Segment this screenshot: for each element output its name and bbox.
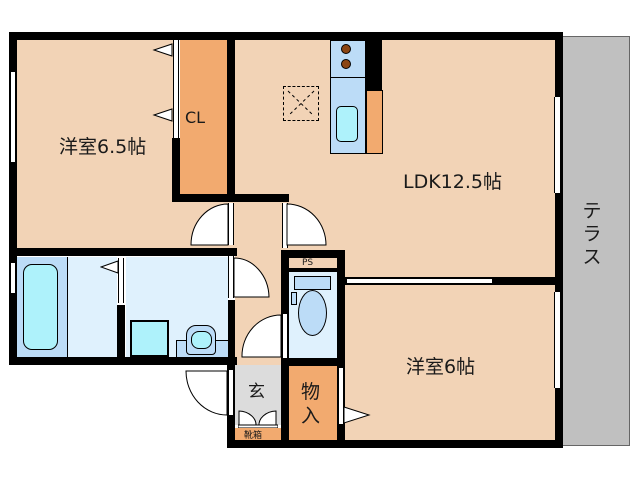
shoe-box-doors bbox=[238, 410, 278, 428]
washing-machine bbox=[130, 320, 169, 357]
ldk-label: LDK12.5帖 bbox=[403, 171, 502, 193]
window-room2[interactable] bbox=[554, 292, 561, 388]
pipe-space-label: PS bbox=[302, 258, 314, 268]
ventilation-mark bbox=[283, 86, 319, 121]
wall bbox=[172, 194, 289, 202]
front-door[interactable] bbox=[228, 370, 234, 415]
washroom-door-swing bbox=[233, 257, 270, 298]
terrace-label: テ ラ ス bbox=[582, 200, 602, 268]
wall bbox=[227, 32, 235, 200]
toilet-paper-holder bbox=[291, 292, 297, 305]
window-room1[interactable] bbox=[10, 72, 16, 162]
wall bbox=[9, 357, 237, 365]
toilet-bowl bbox=[298, 290, 327, 336]
closet-door[interactable] bbox=[173, 40, 179, 138]
bath-door-arrow bbox=[100, 260, 119, 274]
sliding-door-room2[interactable] bbox=[347, 278, 492, 284]
wall bbox=[117, 305, 125, 360]
western-room-2 bbox=[345, 285, 555, 440]
wall bbox=[172, 138, 180, 200]
shoe-box-label: 靴箱 bbox=[244, 431, 263, 441]
closet bbox=[180, 40, 227, 195]
closet-label: CL bbox=[185, 108, 206, 127]
room2-door[interactable] bbox=[338, 368, 344, 424]
wall bbox=[9, 248, 237, 256]
western-room-2-label: 洋室6帖 bbox=[406, 356, 476, 378]
wall bbox=[555, 32, 563, 447]
wall bbox=[337, 250, 345, 448]
washbasin-bowl bbox=[191, 331, 212, 349]
toilet-door[interactable] bbox=[282, 314, 288, 358]
western-room-1-label: 洋室6.5帖 bbox=[59, 136, 147, 158]
bathtub bbox=[23, 264, 58, 350]
wall bbox=[9, 32, 233, 40]
entrance-label: 玄 bbox=[248, 382, 265, 402]
closet-door-arrows bbox=[152, 43, 173, 122]
storage-label: 物 入 bbox=[301, 381, 321, 427]
wall bbox=[228, 32, 562, 40]
wall bbox=[281, 250, 345, 258]
shoe-box bbox=[235, 428, 281, 440]
wall bbox=[9, 32, 17, 362]
window-ldk[interactable] bbox=[554, 97, 561, 193]
wall bbox=[228, 300, 235, 360]
room2-door-arrow bbox=[343, 406, 371, 424]
ldk-door-swing bbox=[286, 203, 327, 246]
bath-door[interactable] bbox=[118, 258, 124, 303]
wall bbox=[227, 440, 563, 448]
wall bbox=[281, 268, 345, 272]
kitchen-cabinet bbox=[366, 90, 383, 154]
room1-door-swing bbox=[190, 203, 229, 246]
wall bbox=[281, 358, 345, 366]
pipe-space bbox=[289, 257, 337, 269]
toilet-tank bbox=[294, 276, 331, 290]
storage bbox=[289, 366, 337, 440]
front-door-swing bbox=[185, 370, 228, 416]
stove-burner-1 bbox=[341, 44, 351, 54]
bath-divider bbox=[67, 257, 68, 357]
stove-burner-2 bbox=[341, 59, 351, 69]
toilet-door-swing bbox=[241, 314, 282, 358]
kitchen-sink bbox=[336, 106, 358, 142]
window-bath[interactable] bbox=[10, 263, 16, 293]
kitchen-wall bbox=[366, 40, 382, 90]
bath-wash-area bbox=[67, 257, 117, 357]
